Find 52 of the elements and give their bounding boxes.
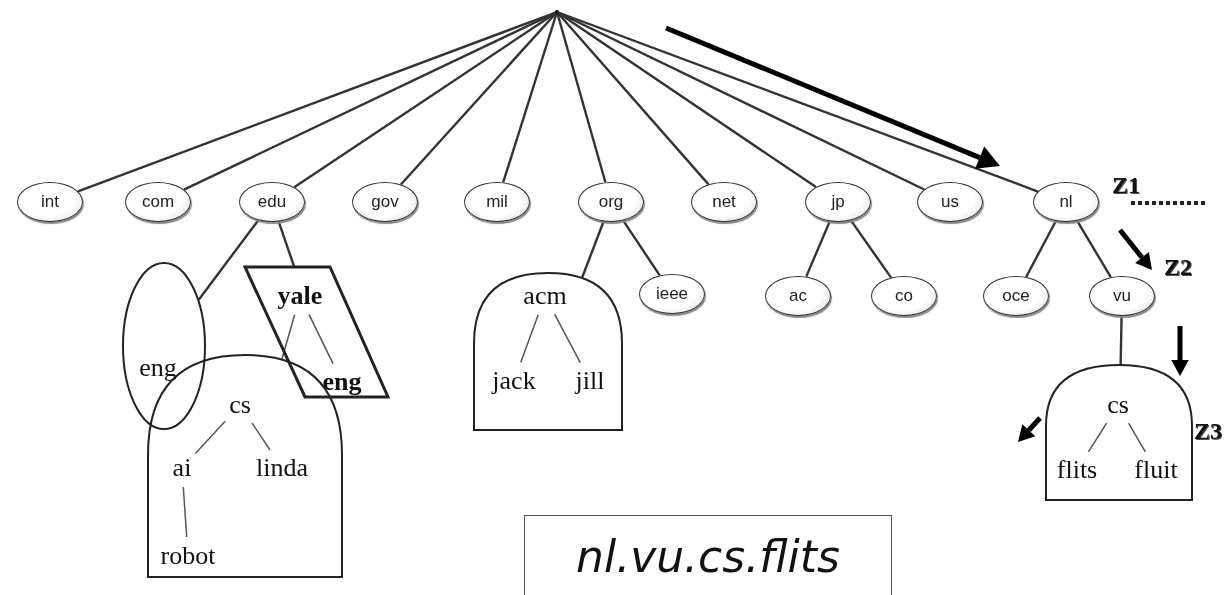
domain-label: jack — [492, 368, 536, 394]
tree-line — [520, 313, 539, 364]
domain-label: robot — [160, 543, 216, 569]
domain-node: us — [917, 182, 983, 222]
tree-line — [555, 11, 607, 183]
tree-line — [580, 221, 605, 279]
tree-line — [556, 11, 710, 186]
domain-label: ai — [172, 455, 192, 481]
tree-line — [556, 10, 1039, 193]
tree-line — [194, 420, 226, 455]
domain-node: edu — [239, 182, 305, 222]
tree-line — [1025, 220, 1057, 278]
domain-node: co — [871, 276, 937, 316]
tree-line — [182, 486, 188, 538]
domain-label: cs — [229, 392, 251, 418]
domain-node: jp — [805, 182, 871, 222]
domain-label: yale — [277, 283, 323, 309]
tree-line — [1127, 422, 1147, 453]
domain-node: mil — [464, 182, 530, 222]
tree-line — [1076, 220, 1112, 278]
domain-node: int — [17, 182, 83, 222]
domain-label: linda — [256, 455, 308, 481]
domain-node: gov — [352, 182, 418, 222]
domain-name-box: nl.vu.cs.flits — [524, 515, 892, 595]
tree-line — [805, 220, 831, 278]
domain-label: flits — [1056, 457, 1098, 483]
domain-label: fluit — [1134, 457, 1178, 483]
domain-node: ac — [765, 276, 831, 316]
domain-label: jill — [575, 368, 605, 394]
tree-line — [502, 11, 559, 183]
domain-node: net — [691, 182, 757, 222]
domain-node: ieee — [639, 274, 705, 314]
domain-node: nl — [1033, 182, 1099, 222]
domain-label: eng — [322, 369, 362, 395]
zone-label: Z3 — [1194, 418, 1222, 445]
domain-node: oce — [983, 276, 1049, 316]
tree-line — [553, 313, 582, 364]
domain-node: org — [578, 182, 644, 222]
domain-node: com — [125, 182, 191, 222]
tree-line — [251, 422, 271, 451]
tree-line — [1087, 422, 1108, 453]
zone-label: Z1 — [1112, 172, 1140, 199]
tree-line — [1119, 315, 1123, 366]
domain-node: vu — [1089, 276, 1155, 316]
domain-label: acm — [523, 283, 567, 309]
domain-label: eng — [139, 355, 177, 381]
zone-label: Z2 — [1164, 254, 1192, 281]
tree-line — [281, 314, 296, 361]
tree-line — [277, 221, 296, 268]
tree-line — [198, 219, 260, 301]
domain-label: cs — [1107, 392, 1129, 418]
tree-line — [308, 313, 334, 365]
